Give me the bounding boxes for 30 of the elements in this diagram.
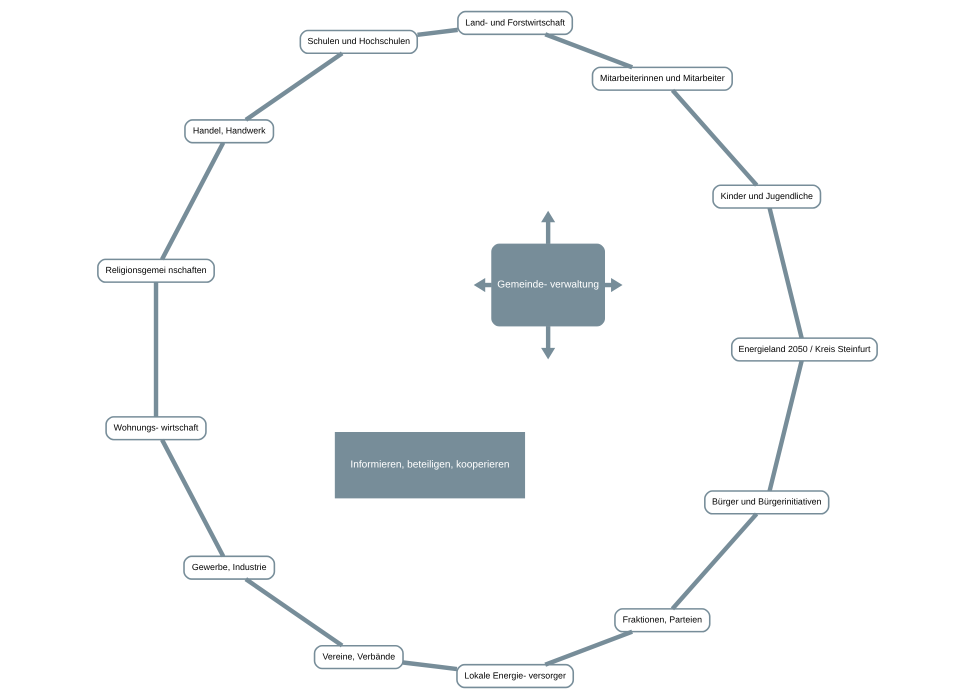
node-box: Gemeinde- verwaltung bbox=[490, 243, 605, 326]
connector bbox=[670, 88, 758, 186]
arrow bbox=[540, 326, 555, 359]
node-box: Gewerbe, Industrie bbox=[182, 555, 275, 580]
connector bbox=[244, 51, 343, 122]
node-box: Vereine, Verbände bbox=[313, 644, 404, 669]
connector bbox=[766, 360, 804, 491]
node-box: Wohnungs- wirtschaft bbox=[104, 416, 206, 440]
node-box: Fraktionen, Parteien bbox=[614, 608, 710, 632]
connector bbox=[244, 576, 343, 647]
node-box: Bürger und Bürgerinitiativen bbox=[704, 490, 829, 514]
connector bbox=[153, 282, 158, 416]
node-box: Schulen und Hochschulen bbox=[299, 29, 418, 54]
node-box: Mitarbeiterinnen und Mitarbeiter bbox=[591, 66, 732, 90]
node-box: Energieland 2050 / Kreis Steinfurt bbox=[730, 336, 878, 362]
node-box: Handel, Handwerk bbox=[184, 118, 274, 143]
connector bbox=[544, 629, 632, 666]
connector bbox=[402, 660, 457, 671]
connector bbox=[766, 207, 804, 338]
connector bbox=[544, 32, 633, 69]
node-box: Lokale Energie- versorger bbox=[456, 663, 574, 688]
node-box: Religionsgemei nschaften bbox=[96, 258, 214, 282]
node-box: Informieren, beteiligen, kooperieren bbox=[334, 431, 525, 498]
connector bbox=[160, 438, 225, 557]
node-box: Kinder und Jugendliche bbox=[712, 184, 821, 208]
connector bbox=[670, 512, 758, 610]
connector bbox=[416, 27, 458, 36]
arrow bbox=[540, 210, 555, 244]
connector bbox=[160, 141, 225, 260]
node-box: Land- und Forstwirtschaft bbox=[456, 10, 573, 35]
